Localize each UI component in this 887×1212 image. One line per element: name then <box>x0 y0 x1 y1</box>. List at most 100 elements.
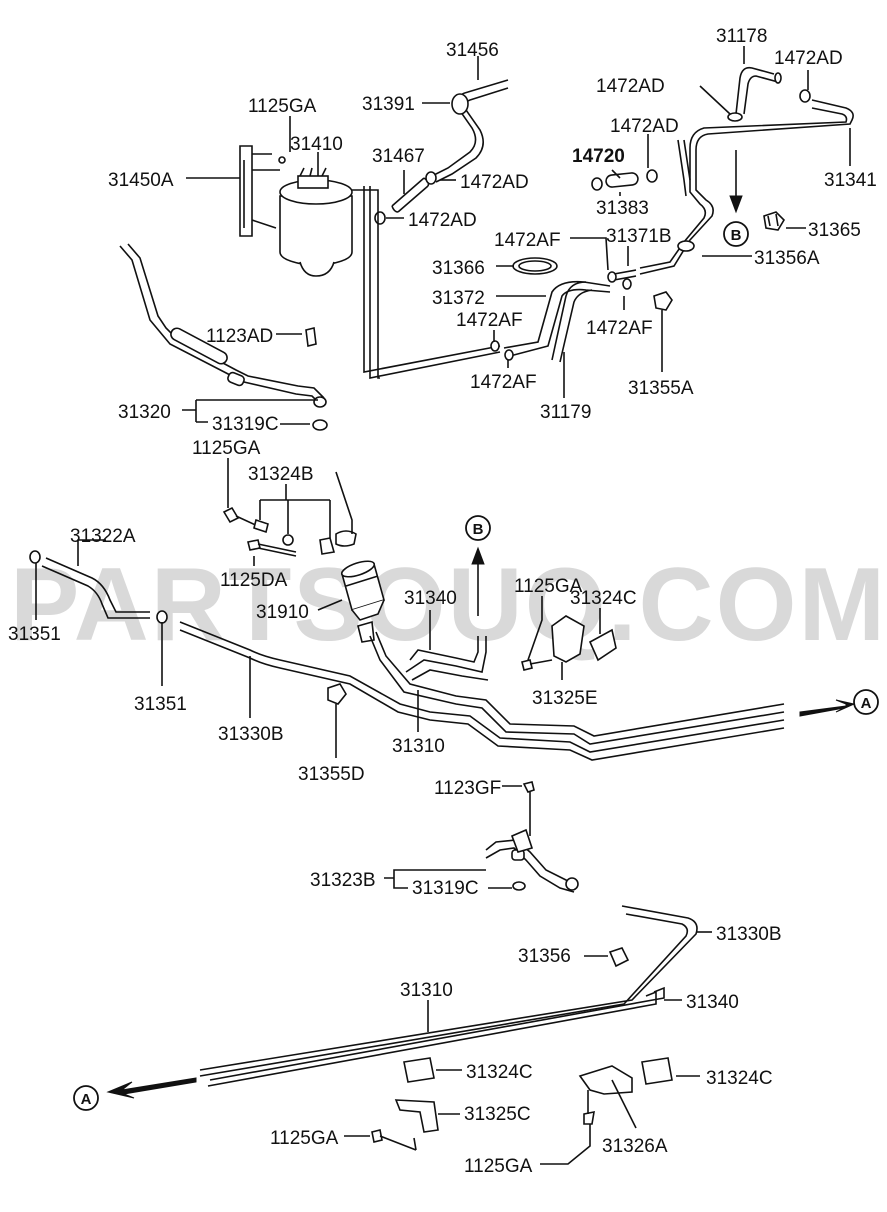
svg-text:A: A <box>81 1091 92 1108</box>
clip-31355D <box>327 683 347 705</box>
canister-bracket-31450A <box>239 145 286 237</box>
label-1472AD-b: 1472AD <box>408 210 477 231</box>
svg-text:B: B <box>731 227 742 244</box>
label-31340-a: 31340 <box>404 588 457 609</box>
label-1472AD-c: 1472AD <box>774 48 843 69</box>
label-1472AF-d: 1472AF <box>470 372 537 393</box>
vent-line-a <box>363 186 501 373</box>
label-31322A: 31322A <box>70 526 136 547</box>
label-31319C-a: 31319C <box>212 414 279 435</box>
bolt-1125GA-d <box>371 1129 417 1151</box>
label-14720: 14720 <box>572 146 625 167</box>
label-1123AD: 1123AD <box>206 326 273 347</box>
label-31351-a: 31351 <box>8 624 61 645</box>
bracket-31325C <box>394 1099 439 1133</box>
hose-31371B <box>613 269 637 281</box>
label-31325C: 31325C <box>464 1104 531 1125</box>
spacer-31324B-a <box>253 518 269 534</box>
label-31330B-a: 31330B <box>218 724 284 745</box>
svg-text:A: A <box>861 695 872 712</box>
label-31323B: 31323B <box>310 870 376 891</box>
label-1472AD-a: 1472AD <box>460 172 529 193</box>
label-31383: 31383 <box>596 198 649 219</box>
bolt-1123AD <box>305 327 317 347</box>
bolt-1125GA-e <box>583 1090 595 1125</box>
hose-31322A <box>41 557 150 619</box>
clamp-1472AD-a <box>425 171 437 185</box>
bolt-1125DA <box>247 539 297 557</box>
fuel-filter-31910 <box>340 560 385 643</box>
label-31324C-a: 31324C <box>570 588 637 609</box>
nut-31324B-b <box>282 534 294 546</box>
label-31319C-b: 31319C <box>412 878 479 899</box>
part-labels: 31456 31391 1125GA 31410 31467 31450A 14… <box>8 26 877 1177</box>
label-31365: 31365 <box>808 220 861 241</box>
hose-31383 <box>591 169 658 191</box>
clip-31324B-c <box>319 537 336 555</box>
arrow-to-A-left <box>106 1077 197 1099</box>
clamp-31351-b <box>156 610 168 624</box>
label-31351-b: 31351 <box>134 694 187 715</box>
callout-B-top: B <box>723 221 749 247</box>
label-1472AF-c: 1472AF <box>586 318 653 339</box>
bracket-31325E <box>551 615 585 663</box>
label-31467: 31467 <box>372 146 425 167</box>
clamp-1472AD-e <box>646 169 658 183</box>
hose-31391 <box>431 79 509 183</box>
label-31310-a: 31310 <box>392 736 445 757</box>
clamp-1472AF-a <box>607 271 617 283</box>
clamp-1472AF-b <box>490 340 500 352</box>
label-31324C-b: 31324C <box>466 1062 533 1083</box>
label-31310-b: 31310 <box>400 980 453 1001</box>
vent-line-b <box>369 186 501 379</box>
leader-lines <box>35 46 851 1165</box>
bolt-1125GA-c <box>521 659 553 671</box>
label-31910: 31910 <box>256 602 309 623</box>
label-1125GA-e: 1125GA <box>464 1156 533 1177</box>
label-31341: 31341 <box>824 170 877 191</box>
clamp-14720 <box>591 177 603 191</box>
clip-31324C-a <box>588 628 617 662</box>
callout-A-right: A <box>853 689 879 715</box>
pipe-bundle-lower <box>199 905 698 1087</box>
label-31179: 31179 <box>540 402 591 423</box>
label-1125GA-c: 1125GA <box>514 576 583 597</box>
clamp-1472AD-b <box>374 211 386 225</box>
bracket-31326A <box>578 1065 633 1095</box>
label-31450A: 31450A <box>108 170 174 191</box>
clamp-1472AF-d <box>504 349 514 361</box>
label-31324C-c: 31324C <box>706 1068 773 1089</box>
pipe-31341 <box>639 99 854 275</box>
label-31326A: 31326A <box>602 1136 668 1157</box>
clip-31365 <box>763 211 786 231</box>
callout-A-left: A <box>73 1085 99 1111</box>
label-1125DA: 1125DA <box>220 570 288 591</box>
label-31324B: 31324B <box>248 464 314 485</box>
label-31372: 31372 <box>432 288 485 309</box>
label-31356: 31356 <box>518 946 571 967</box>
clamp-1472AD-c <box>727 112 743 122</box>
hose-31178 <box>727 66 811 122</box>
label-1472AD-d: 1472AD <box>596 76 665 97</box>
label-1472AD-e: 1472AD <box>610 116 679 137</box>
label-31320: 31320 <box>118 402 171 423</box>
hose-31179 <box>551 281 593 363</box>
arrow-to-A-right <box>799 699 856 717</box>
label-31330B-b: 31330B <box>716 924 782 945</box>
charcoal-canister-31410 <box>279 167 380 379</box>
gasket-31319C-b <box>512 881 526 891</box>
label-31178: 31178 <box>716 26 767 47</box>
gasket-31319C-a <box>312 419 328 431</box>
clamp-31351-a <box>29 550 41 564</box>
clamp-1472AF-c <box>622 278 632 290</box>
clip-31356 <box>608 947 630 968</box>
svg-text:B: B <box>473 521 484 538</box>
label-31366: 31366 <box>432 258 485 279</box>
watermark: PARTSOUQ.COM <box>10 547 887 663</box>
pipe-31323B <box>485 828 579 893</box>
label-1472AF-b: 1472AF <box>456 310 523 331</box>
label-31371B: 31371B <box>606 226 672 247</box>
clip-31324C-c <box>641 1057 673 1085</box>
bracket-31324B <box>335 530 357 547</box>
